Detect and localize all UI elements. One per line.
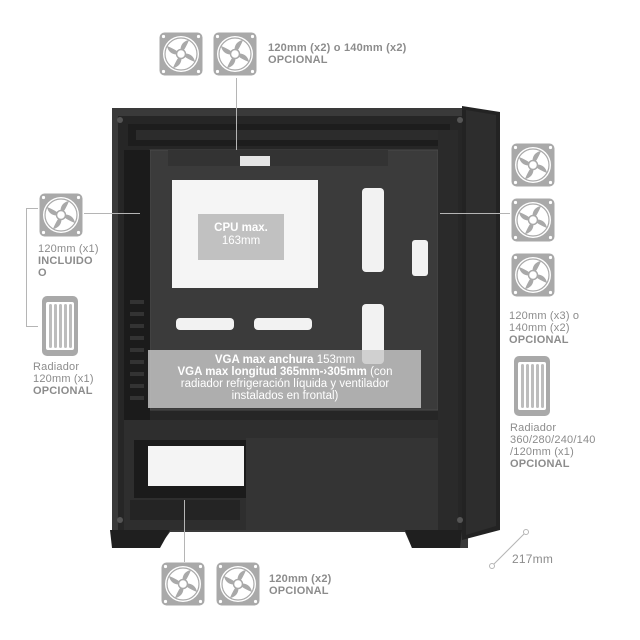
cpu-max-label: CPU max. bbox=[214, 222, 268, 234]
depth-dimension-line bbox=[489, 529, 529, 569]
left-connector-h bbox=[84, 213, 140, 214]
cpu-max-value: 163mm bbox=[221, 235, 261, 247]
fan-icon bbox=[511, 253, 555, 297]
fan-icon bbox=[213, 32, 257, 76]
left-bracket-vert bbox=[26, 208, 27, 326]
right-radiator-optional: OPCIONAL bbox=[510, 458, 570, 470]
left-fan-included: INCLUIDO bbox=[38, 255, 93, 267]
vga-width-value: 153mm bbox=[316, 354, 356, 366]
vga-length-label: VGA max longitud 365mm-›305mm bbox=[177, 366, 367, 378]
left-fan-included-cont: O bbox=[38, 267, 47, 279]
top-fans-size: 120mm (x2) o 140mm (x2) bbox=[268, 42, 407, 54]
left-fan-size: 120mm (x1) bbox=[38, 243, 99, 255]
right-connector-h bbox=[440, 213, 510, 214]
right-fans-optional: OPCIONAL bbox=[509, 334, 569, 346]
pc-case-image bbox=[110, 106, 500, 548]
fan-icon bbox=[511, 143, 555, 187]
fan-icon bbox=[161, 562, 205, 606]
right-fans-label: 120mm (x3) o 140mm (x2) OPCIONAL bbox=[509, 310, 579, 346]
left-fan-label: 120mm (x1) INCLUIDO O bbox=[38, 243, 99, 279]
left-radiator-title: Radiador bbox=[33, 361, 80, 373]
top-fans-optional: OPCIONAL bbox=[268, 54, 328, 66]
vga-line2: radiador refrigeración líquida y ventila… bbox=[180, 378, 390, 390]
top-connector-line bbox=[236, 78, 237, 150]
right-radiator-size2: /120mm (x1) bbox=[510, 446, 574, 458]
fan-icon bbox=[39, 193, 83, 237]
vga-length-line: VGA max longitud 365mm-›305mm (con bbox=[146, 366, 424, 378]
right-radiator-size1: 360/280/240/140 bbox=[510, 434, 596, 446]
left-bracket-bot bbox=[26, 326, 38, 327]
fan-icon bbox=[511, 198, 555, 242]
cpu-max-box: CPU max. 163mm bbox=[198, 214, 284, 260]
vga-length-rest: (con bbox=[370, 366, 393, 378]
radiator-icon bbox=[512, 356, 552, 416]
right-fans-size2: 140mm (x2) bbox=[509, 322, 570, 334]
left-radiator-size: 120mm (x1) bbox=[33, 373, 94, 385]
vga-info-text: VGA max anchura 153mm VGA max longitud 3… bbox=[146, 354, 424, 402]
right-radiator-label: Radiador 360/280/240/140 /120mm (x1) OPC… bbox=[510, 422, 596, 470]
left-bracket-top bbox=[26, 208, 38, 209]
bottom-fans-size: 120mm (x2) bbox=[269, 573, 332, 585]
vga-line3: instalados en frontal) bbox=[231, 390, 339, 402]
left-radiator-label: Radiador 120mm (x1) OPCIONAL bbox=[33, 361, 94, 397]
bottom-connector-line bbox=[184, 500, 185, 562]
depth-label: 217mm bbox=[512, 552, 554, 566]
radiator-icon bbox=[40, 296, 80, 356]
vga-width-label: VGA max anchura bbox=[214, 354, 314, 366]
right-radiator-title: Radiador bbox=[510, 422, 557, 434]
vga-width-line: VGA max anchura 153mm bbox=[146, 354, 424, 366]
vga-info-box bbox=[148, 350, 421, 408]
bottom-fans-label: 120mm (x2) OPCIONAL bbox=[269, 573, 332, 597]
right-fans-size1: 120mm (x3) o bbox=[509, 310, 580, 322]
top-fans-label: 120mm (x2) o 140mm (x2) OPCIONAL bbox=[268, 42, 407, 66]
left-radiator-optional: OPCIONAL bbox=[33, 385, 93, 397]
fan-icon bbox=[216, 562, 260, 606]
fan-icon bbox=[159, 32, 203, 76]
bottom-fans-optional: OPCIONAL bbox=[269, 585, 329, 597]
